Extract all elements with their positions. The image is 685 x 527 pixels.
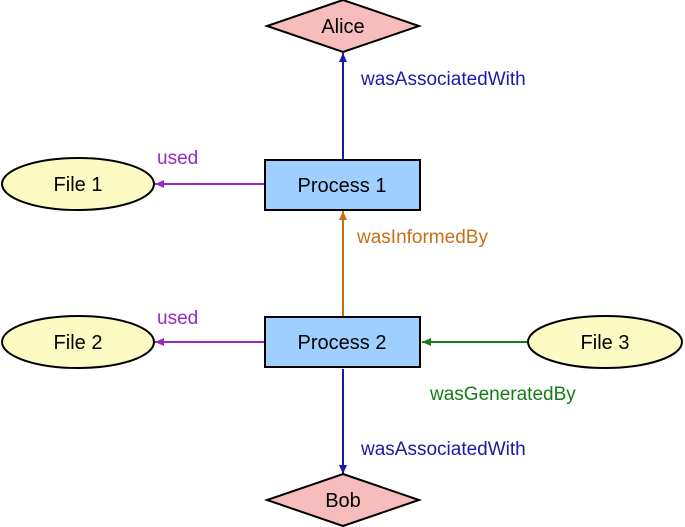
edge-label-used: used [157, 308, 198, 329]
edge-process2-file2: used [155, 308, 265, 346]
node-process1: Process 1 [264, 159, 421, 211]
node-label: Bob [325, 490, 361, 512]
node-label: Process 1 [298, 175, 387, 197]
node-bob: Bob [263, 472, 423, 527]
edge-file3-process2: wasGeneratedBy [422, 338, 576, 405]
node-label: File 2 [54, 332, 103, 354]
entity-ellipse-shape [527, 315, 683, 369]
edge-process1-file1: used [155, 148, 265, 188]
entity-ellipse-shape [1, 315, 155, 369]
edge-label-was-informed-by: wasInformedBy [356, 227, 488, 248]
node-label: Process 2 [298, 332, 387, 354]
node-label: File 1 [54, 174, 103, 196]
agent-diamond-shape [263, 0, 423, 54]
node-label: File 3 [581, 332, 630, 354]
node-file1: File 1 [1, 157, 155, 211]
node-file3: File 3 [527, 315, 683, 369]
edge-label-was-associated-with: wasAssociatedWith [360, 69, 526, 90]
activity-box-shape [264, 316, 421, 368]
node-process2: Process 2 [264, 316, 421, 368]
node-file2: File 2 [1, 315, 155, 369]
entity-ellipse-shape [1, 157, 155, 211]
edge-label-was-associated-with: wasAssociatedWith [360, 439, 526, 460]
edge-process2-process1: wasInformedBy [339, 211, 488, 317]
node-alice: Alice [263, 0, 423, 54]
edge-process1-alice: wasAssociatedWith [339, 53, 526, 160]
activity-box-shape [264, 159, 421, 211]
node-label: Alice [321, 16, 364, 38]
edge-label-was-generated-by: wasGeneratedBy [429, 384, 576, 405]
edge-process2-bob: wasAssociatedWith [339, 369, 526, 474]
edge-label-used: used [157, 148, 198, 169]
agent-diamond-shape [263, 472, 423, 527]
